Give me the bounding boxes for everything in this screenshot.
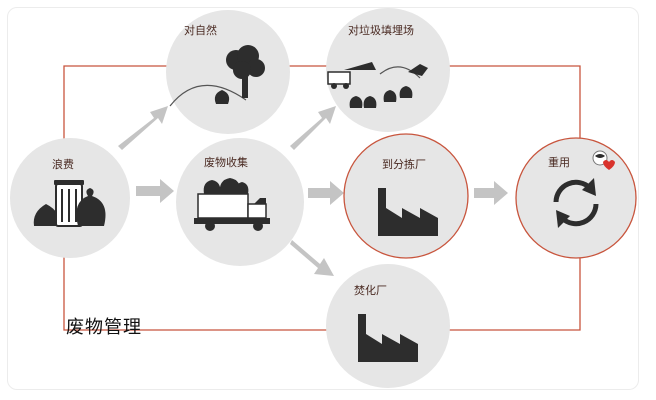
node-sort-circle <box>343 133 469 259</box>
recycle-arrows-icon <box>553 178 599 228</box>
node-nature: 对自然 <box>166 10 290 134</box>
top-feedback-line <box>63 65 581 188</box>
node-landfill-label: 对垃圾填埋场 <box>348 23 414 37</box>
factory-icon <box>358 314 418 362</box>
node-landfill: 对垃圾填埋场 <box>326 8 450 132</box>
node-incin: 焚化厂 <box>326 264 450 388</box>
node-reuse-label: 重用 <box>548 155 570 169</box>
connector-lines <box>63 65 581 331</box>
factory-icon <box>378 188 438 236</box>
arrow-sort-to-reuse <box>474 181 508 205</box>
truck-icon <box>194 178 270 231</box>
diagram-canvas: 浪费 对自然 废物收集 <box>10 8 637 388</box>
diagram-frame: 浪费 对自然 废物收集 <box>7 7 639 390</box>
node-nature-label: 对自然 <box>184 23 217 37</box>
node-reuse: 重用 <box>515 137 637 259</box>
trash-bin-bags-icon <box>33 180 106 227</box>
node-waste-label: 浪费 <box>52 157 74 171</box>
node-nature-circle <box>166 10 290 134</box>
heart-icon <box>603 160 615 170</box>
diagram-title: 废物管理 <box>66 317 142 338</box>
bottom-feedback-line <box>63 218 581 331</box>
node-collect: 废物收集 <box>176 138 304 266</box>
arrow-collect-to-landfill <box>290 106 336 150</box>
node-incin-label: 焚化厂 <box>354 283 387 297</box>
waste-bag-icon <box>214 90 230 104</box>
node-sort-label: 到分拣厂 <box>382 157 426 171</box>
node-reuse-circle <box>515 137 637 259</box>
arrow-collect-to-sort <box>308 181 344 205</box>
landfill-icon <box>327 62 428 108</box>
arrow-collect-to-incin <box>290 240 334 276</box>
tree-icon <box>226 45 265 98</box>
node-incin-circle <box>326 264 450 388</box>
arrow-waste-to-nature <box>118 106 168 150</box>
node-sort: 到分拣厂 <box>343 133 469 259</box>
ground-arc <box>169 84 247 107</box>
node-waste: 浪费 <box>10 138 130 258</box>
flow-arrows <box>118 106 508 276</box>
node-collect-label: 废物收集 <box>204 155 248 169</box>
arrow-waste-to-collect <box>136 179 174 203</box>
